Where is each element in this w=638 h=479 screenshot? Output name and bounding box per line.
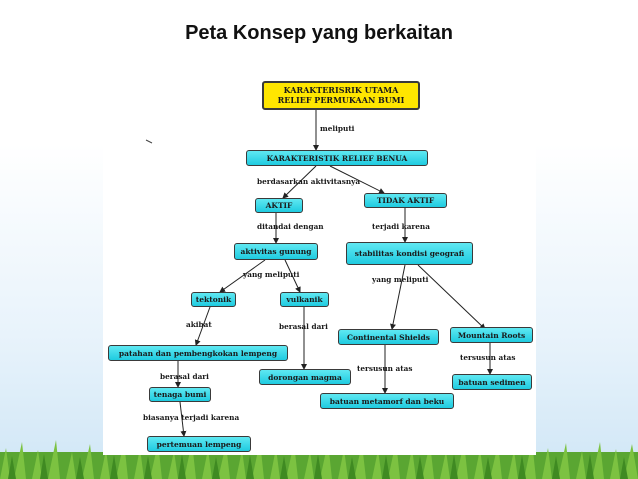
node-mountain-roots: Mountain Roots <box>450 327 533 343</box>
arrow-benua-tidak-aktif <box>329 165 385 194</box>
label-berasal-dari-vulkanik: berasal dari <box>279 322 328 331</box>
label-tersusun-atas-mountain: tersusun atas <box>460 353 516 362</box>
node-aktif: AKTIF <box>255 198 303 213</box>
node-batuan-sedimen: batuan sedimen <box>452 374 532 390</box>
label-akibat: akibat <box>186 320 212 329</box>
label-ditandai-dengan: ditandai dengan <box>257 222 324 231</box>
node-patahan-dan-pembengkokan-lempeng: patahan dan pembengkokan lempeng <box>108 345 288 361</box>
node-aktivitas-gunung: aktivitas gunung <box>234 243 318 260</box>
stray-mark <box>145 139 153 144</box>
arrow-aktivitas-vulkanik <box>284 259 301 293</box>
node-pertemuan-lempeng: pertemuan lempeng <box>147 436 251 452</box>
arrow-stabilitas-continental <box>390 264 406 330</box>
node-root: KARAKTERISRIK UTAMA RELIEF PERMUKAAN BUM… <box>262 81 420 110</box>
arrow-tektonik-patahan <box>194 306 211 346</box>
slide-title: Peta Konsep yang berkaitan <box>185 22 453 44</box>
node-stabilitas-kondisi-geografi: stabilitas kondisi geografi <box>346 242 473 265</box>
label-berdasarkan-aktivitasnya: berdasarkan aktivitasnya <box>257 177 361 186</box>
arrow-stabilitas-mountain <box>417 264 486 330</box>
node-tektonik: tektonik <box>191 292 236 307</box>
arrow-aktivitas-tektonik <box>219 259 266 293</box>
grass-decoration <box>0 440 638 479</box>
label-yang-meliputi-tidak-aktif: yang meliputi <box>372 275 429 284</box>
node-vulkanik: vulkanik <box>280 292 329 307</box>
label-terjadi-karena: terjadi karena <box>372 222 430 231</box>
label-biasanya-terjadi-karena: biasanya terjadi karena <box>143 413 240 422</box>
node-dorongan-magma: dorongan magma <box>259 369 351 385</box>
node-karakteristik-relief-benua: KARAKTERISTIK RELIEF BENUA <box>246 150 428 166</box>
label-berasal-dari-patahan: berasal dari <box>160 372 209 381</box>
node-tidak-aktif: TIDAK AKTIF <box>364 193 447 208</box>
label-tersusun-atas-continental: tersusun atas <box>357 364 413 373</box>
arrow-tenaga-pertemuan <box>179 401 187 437</box>
node-tenaga-bumi: tenaga bumi <box>149 387 211 402</box>
arrow-benua-aktif <box>282 165 317 199</box>
label-yang-meliputi-aktif: yang meliputi <box>243 270 300 279</box>
label-meliputi: meliputi <box>320 124 355 133</box>
node-batuan-metamorf-dan-beku: batuan metamorf dan beku <box>320 393 454 409</box>
node-continental-shields: Continental Shields <box>338 329 439 345</box>
